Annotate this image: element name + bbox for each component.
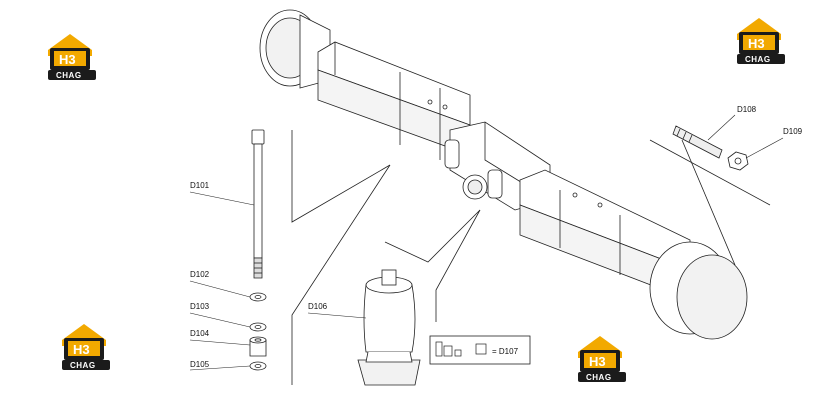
bolt-d101 xyxy=(251,129,265,279)
label-d104: D104 xyxy=(190,329,210,338)
logo-text: H3 xyxy=(589,354,606,369)
stud-d108 xyxy=(672,125,723,159)
leader-lines xyxy=(291,130,771,385)
label-d103: D103 xyxy=(190,302,210,311)
label-d109: D109 xyxy=(783,127,803,136)
logo-text: H3 xyxy=(59,52,76,67)
nut-d105 xyxy=(249,361,267,371)
axle-beam xyxy=(259,9,748,340)
center-air-springs xyxy=(444,139,503,200)
label-d101: D101 xyxy=(190,181,210,190)
label-d102: D102 xyxy=(190,270,210,279)
label-d105: D105 xyxy=(190,360,210,369)
watermark-logo-top-right: H3 CHAG xyxy=(737,18,785,64)
air-spring-d106 xyxy=(357,269,421,386)
callout-leaders xyxy=(189,114,784,371)
watermark-logo-bottom-left: H3 CHAG xyxy=(62,324,110,370)
watermark-logo-top-left: H3 CHAG xyxy=(48,34,96,80)
logo-text: H3 xyxy=(73,342,90,357)
label-d107: = D107 xyxy=(492,347,519,356)
washer-d103 xyxy=(249,322,267,332)
label-d106: D106 xyxy=(308,302,328,311)
logo-text: H3 xyxy=(748,36,765,51)
washer-d102 xyxy=(249,292,267,302)
watermark-logo-bottom-right: H3 CHAG xyxy=(578,336,626,382)
logo-subtext: CHAG xyxy=(745,55,771,64)
logo-subtext: CHAG xyxy=(56,71,82,80)
spacer-d104 xyxy=(249,336,267,357)
label-d108: D108 xyxy=(737,105,757,114)
logo-subtext: CHAG xyxy=(586,373,612,382)
kit-box-d107 xyxy=(429,335,531,365)
nut-d109 xyxy=(727,151,749,171)
logo-subtext: CHAG xyxy=(70,361,96,370)
